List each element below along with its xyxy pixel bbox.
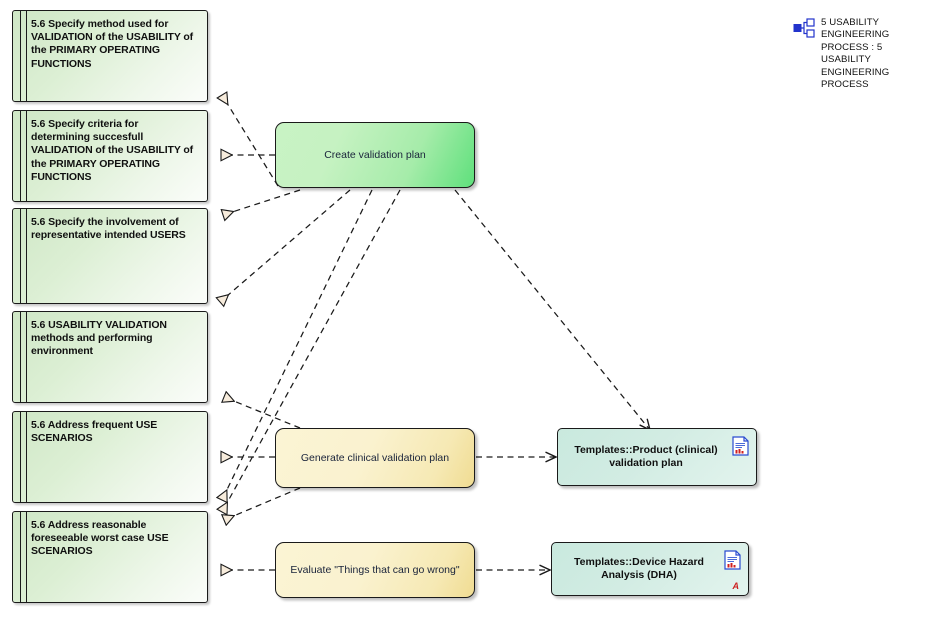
requirement-rail — [20, 111, 27, 201]
action-label: Evaluate "Things that can go wrong" — [290, 564, 460, 576]
requirement-box[interactable]: 5.6 Address frequent USE SCENARIOS — [12, 411, 208, 503]
requirement-label: 5.6 USABILITY VALIDATION methods and per… — [31, 319, 167, 358]
requirement-rail — [20, 412, 27, 502]
artifact-label: Templates::Device Hazard Analysis (DHA) — [574, 556, 704, 581]
artifact-marker: A — [732, 581, 740, 591]
requirement-label: 5.6 Specify criteria for determining suc… — [31, 118, 194, 183]
requirement-label: 5.6 Address reasonable foreseeable worst… — [31, 519, 169, 558]
requirement-rail — [20, 209, 27, 303]
document-icon — [724, 550, 741, 570]
requirement-rail — [20, 11, 27, 101]
action-create-validation-plan[interactable]: Create validation plan — [275, 122, 475, 188]
artifact-device-hazard-analysis[interactable]: Templates::Device Hazard Analysis (DHA) … — [551, 542, 749, 596]
diagram-legend: 5 USABILITY ENGINEERING PROCESS : 5 USAB… — [793, 17, 923, 91]
diagram-tree-icon — [793, 18, 815, 38]
document-icon — [732, 436, 749, 456]
requirement-rail — [20, 312, 27, 402]
requirement-box[interactable]: 5.6 Specify the involvement of represent… — [12, 208, 208, 304]
artifact-label: Templates::Product (clinical) validation… — [574, 444, 718, 469]
requirement-box[interactable]: 5.6 Specify criteria for determining suc… — [12, 110, 208, 202]
requirement-box[interactable]: 5.6 Address reasonable foreseeable worst… — [12, 511, 208, 603]
requirement-box[interactable]: 5.6 Specify method used for VALIDATION o… — [12, 10, 208, 102]
requirement-label: 5.6 Address frequent USE SCENARIOS — [31, 419, 158, 445]
requirement-rail — [20, 512, 27, 602]
requirement-label: 5.6 Specify method used for VALIDATION o… — [31, 18, 194, 70]
action-generate-clinical-validation-plan[interactable]: Generate clinical validation plan — [275, 428, 475, 488]
requirement-label: 5.6 Specify the involvement of represent… — [31, 216, 186, 242]
requirement-box[interactable]: 5.6 USABILITY VALIDATION methods and per… — [12, 311, 208, 403]
action-label: Create validation plan — [324, 149, 426, 161]
action-evaluate-things-that-can-go-wrong[interactable]: Evaluate "Things that can go wrong" — [275, 542, 475, 598]
legend-label: 5 USABILITY ENGINEERING PROCESS : 5 USAB… — [821, 17, 890, 91]
action-label: Generate clinical validation plan — [300, 452, 450, 464]
artifact-product-validation-plan[interactable]: Templates::Product (clinical) validation… — [557, 428, 757, 486]
